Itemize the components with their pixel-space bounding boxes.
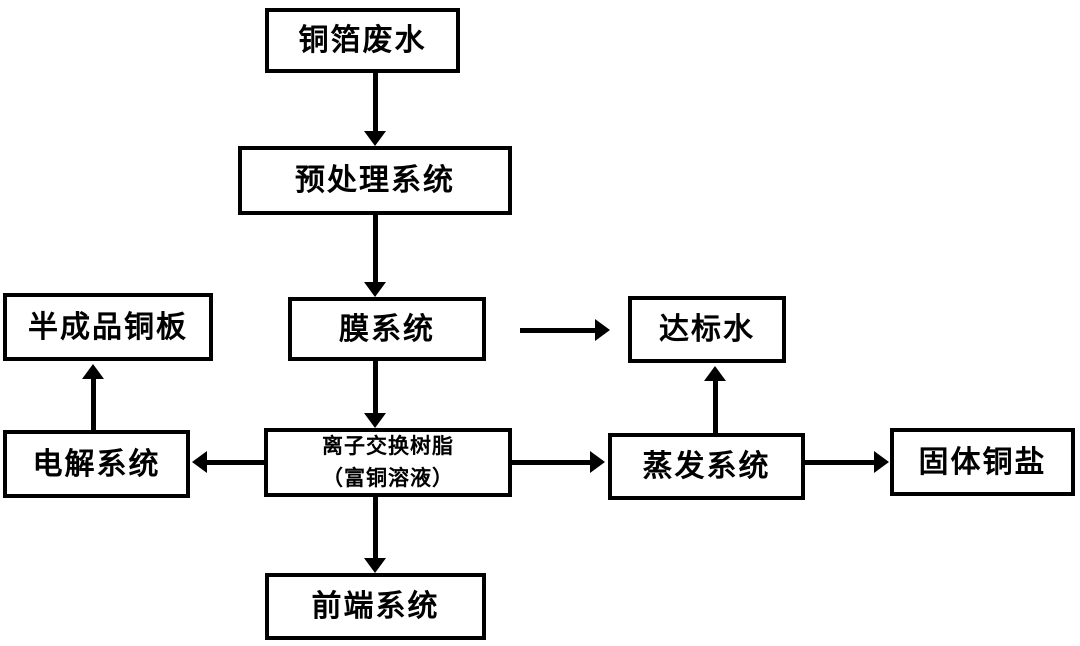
node-membrane-system: 膜系统 [288,297,486,361]
node-label: 铜箔废水 [298,24,427,57]
node-label-line2: （富铜溶液） [322,466,454,490]
node-label-line1: 离子交换树脂 [322,435,454,458]
node-label: 电解系统 [32,447,161,481]
node-copper-foil-wastewater: 铜箔废水 [265,8,460,73]
node-label: 固体铜盐 [918,445,1047,479]
node-label: 蒸发系统 [642,450,771,483]
node-solid-copper-salt: 固体铜盐 [890,428,1075,496]
node-label: 达标水 [659,313,755,346]
node-ion-exchange-resin: 离子交换树脂 （富铜溶液） [264,428,512,497]
node-label: 前端系统 [311,590,440,623]
node-evaporation-system: 蒸发系统 [608,433,805,500]
node-semi-finished-copper-plate: 半成品铜板 [3,293,213,361]
node-electrolysis-system: 电解系统 [3,430,190,498]
node-pretreatment-system: 预处理系统 [238,146,512,215]
node-label: 半成品铜板 [28,310,188,344]
node-front-end-system: 前端系统 [265,573,486,640]
node-label: 预处理系统 [295,164,455,197]
node-label: 膜系统 [339,312,435,346]
node-qualified-water: 达标水 [628,296,786,363]
